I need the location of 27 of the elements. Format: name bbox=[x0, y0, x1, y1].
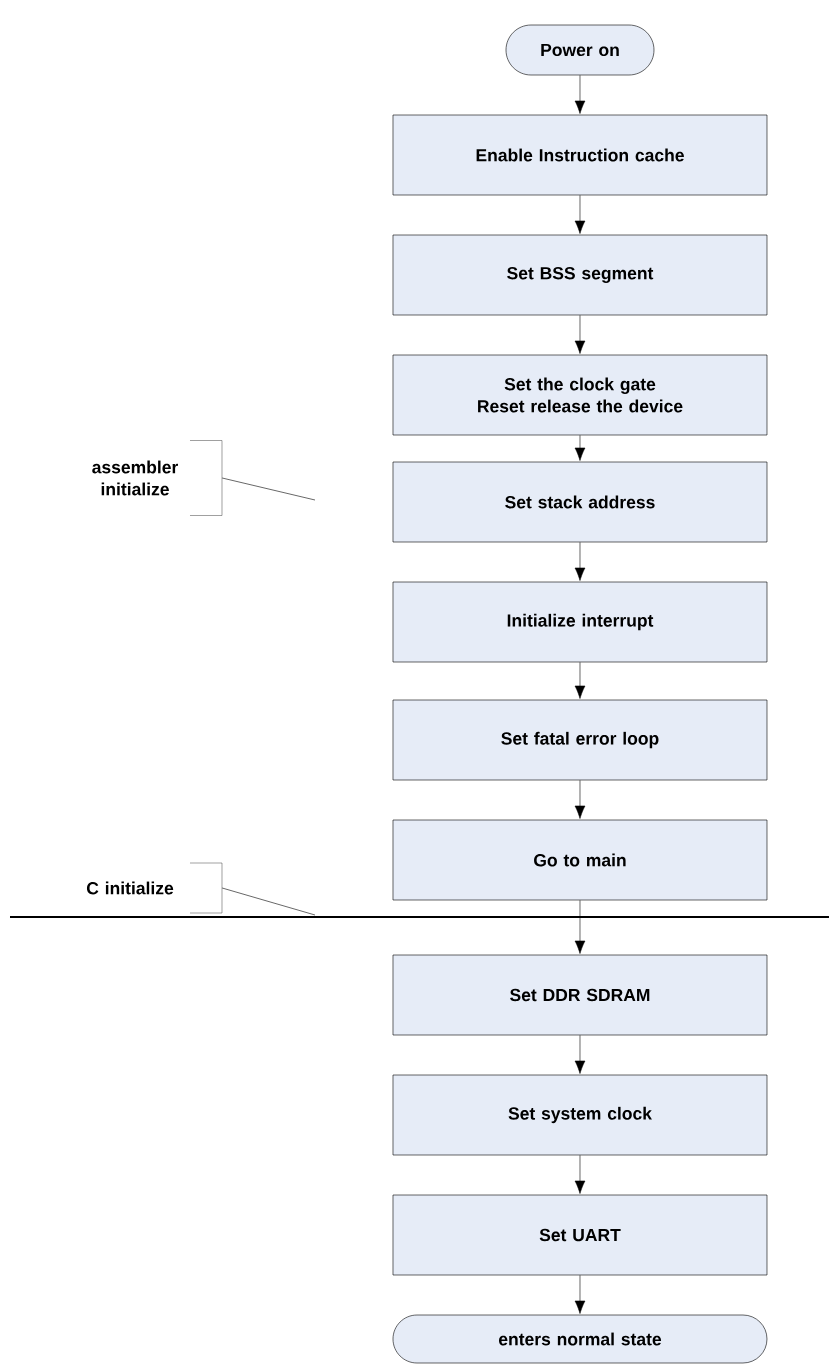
leader-line bbox=[221, 477, 316, 501]
process-box: Set BSS segment bbox=[392, 234, 768, 316]
arrow bbox=[574, 900, 586, 954]
process-box: Set stack address bbox=[392, 461, 768, 543]
terminator: Power on bbox=[505, 24, 655, 76]
terminator: enters normal state bbox=[392, 1314, 768, 1364]
process-box: Enable Instruction cache bbox=[392, 114, 768, 196]
arrow bbox=[574, 1155, 586, 1194]
arrow bbox=[574, 780, 586, 819]
process-box: Set fatal error loop bbox=[392, 699, 768, 781]
arrow bbox=[574, 542, 586, 581]
arrow bbox=[574, 315, 586, 354]
process-box: Go to main bbox=[392, 819, 768, 901]
arrow bbox=[574, 1275, 586, 1314]
arrow bbox=[574, 1035, 586, 1074]
process-box: Set DDR SDRAM bbox=[392, 954, 768, 1036]
process-box: Initialize interrupt bbox=[392, 581, 768, 663]
leader-line bbox=[221, 887, 316, 916]
arrow bbox=[574, 195, 586, 234]
process-box: Set system clock bbox=[392, 1074, 768, 1156]
process-box: Set UART bbox=[392, 1194, 768, 1276]
arrow bbox=[574, 75, 586, 114]
arrow bbox=[574, 662, 586, 699]
bracket-label: assembler initialize bbox=[92, 440, 223, 516]
arrow bbox=[574, 435, 586, 461]
process-box: Set the clock gate Reset release the device bbox=[392, 354, 768, 436]
bracket-label: C initialize bbox=[86, 862, 223, 914]
